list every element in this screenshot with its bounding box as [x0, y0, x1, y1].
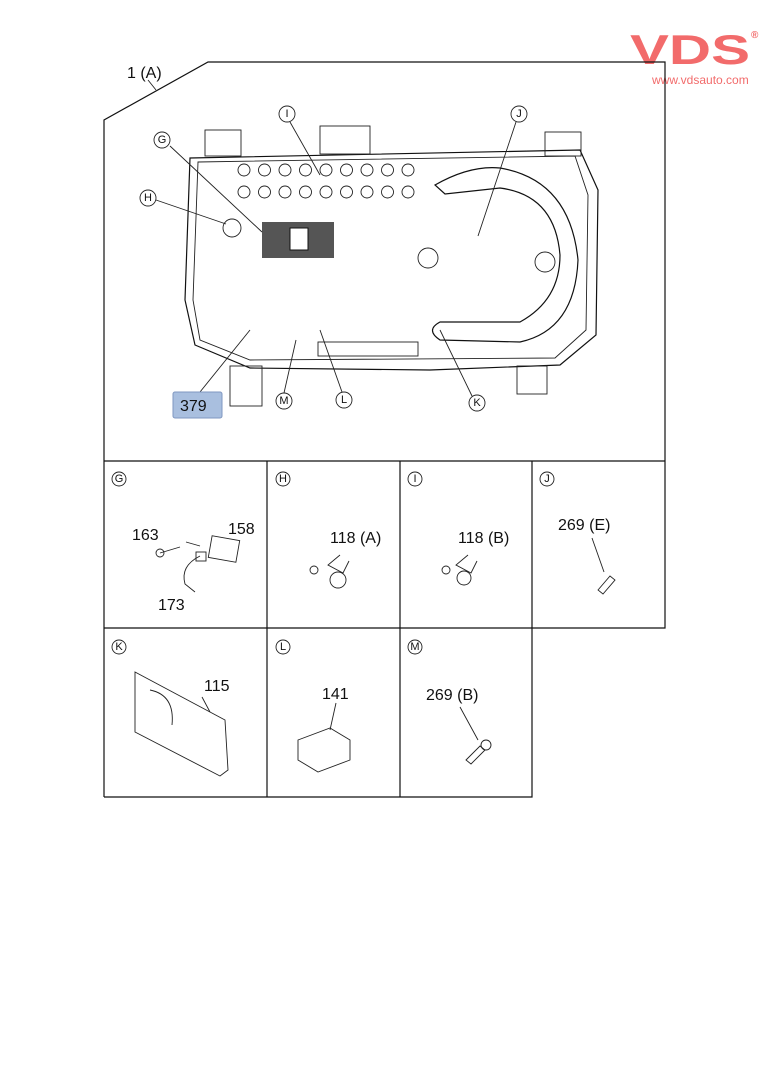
detail-L: L 141 [275, 639, 351, 773]
label-text: G [115, 473, 124, 485]
logo-url: www.vdsauto.com [651, 73, 749, 87]
assembly-label: 1 (A) [127, 65, 162, 82]
part-163: 163 [132, 527, 159, 544]
detail-I: I 118 (B) [407, 471, 509, 586]
label-text: J [544, 473, 550, 485]
callout-H[interactable]: H [139, 189, 157, 207]
indicator-hole [340, 163, 353, 177]
indicator-hole [258, 163, 271, 177]
indicator-hole [401, 185, 415, 199]
label-text: L [341, 394, 347, 406]
callout-K[interactable]: K [468, 394, 486, 412]
logo-brand: VDS [630, 26, 750, 73]
indicator-hole [278, 185, 292, 199]
part-269E: 269 (E) [558, 517, 610, 534]
callout-J[interactable]: J [510, 105, 528, 123]
indicator-hole [237, 163, 251, 177]
callout-I[interactable]: I [278, 105, 296, 123]
indicator-hole [319, 163, 333, 177]
indicator-hole [319, 185, 333, 199]
indicator-hole [278, 163, 292, 177]
label-text: H [144, 192, 152, 204]
part-115: 115 [204, 678, 230, 695]
detail-K: K 115 [111, 639, 230, 777]
vds-logo: VDS ® www.vdsauto.com [630, 26, 759, 87]
instrument-cluster-drawing [184, 125, 599, 407]
indicator-hole [381, 163, 394, 177]
label-text: M [279, 395, 288, 407]
part-269B: 269 (B) [426, 687, 478, 704]
callout-M[interactable]: M [275, 392, 293, 410]
part-379-highlight[interactable]: 379 [172, 391, 223, 419]
indicator-hole [360, 185, 374, 199]
callout-L[interactable]: L [335, 391, 353, 409]
detail-H: H 118 (A) [275, 471, 381, 589]
label-text: K [473, 397, 481, 409]
part-141: 141 [322, 686, 349, 703]
label-text: L [280, 641, 286, 653]
label-text: 379 [180, 398, 207, 415]
callout-G[interactable]: G [153, 131, 171, 149]
label-text: I [285, 108, 288, 120]
label-text: M [410, 641, 419, 653]
indicator-hole [299, 185, 312, 199]
part-118A: 118 (A) [330, 530, 381, 547]
detail-M: M 269 (B) [407, 639, 492, 765]
part-158: 158 [228, 521, 255, 538]
label-text: H [279, 473, 287, 485]
indicator-hole [381, 185, 394, 199]
indicator-hole [360, 163, 374, 177]
label-text: G [158, 134, 167, 146]
part-118B: 118 (B) [458, 530, 509, 547]
indicator-hole [401, 163, 415, 177]
indicator-hole [237, 185, 251, 199]
leader-lines [155, 121, 517, 397]
part-173: 173 [158, 597, 185, 614]
logo-registered: ® [751, 30, 759, 41]
detail-J: J 269 (E) [539, 471, 616, 595]
label-text: J [516, 108, 522, 120]
diagram-frame [103, 61, 666, 798]
detail-G: G 163 158 173 [111, 471, 255, 614]
indicator-hole [299, 163, 312, 177]
label-text: I [413, 473, 416, 485]
indicator-hole [340, 185, 353, 199]
label-text: K [115, 641, 123, 653]
indicator-hole [258, 185, 271, 199]
